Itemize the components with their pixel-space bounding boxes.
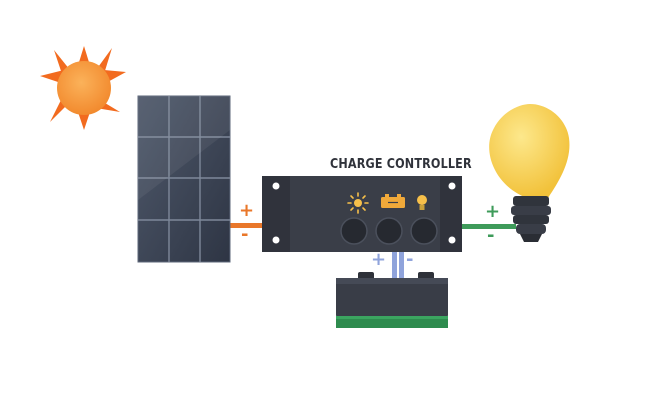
sun-indicator-icon bbox=[347, 192, 369, 214]
diagram-title: CHARGE CONTROLLER bbox=[330, 157, 472, 172]
controller-icon bbox=[262, 176, 462, 252]
solar-panel-icon bbox=[137, 95, 231, 263]
light-bulb-icon bbox=[489, 104, 570, 242]
load-wire bbox=[444, 224, 516, 229]
battery-wires bbox=[392, 244, 404, 278]
solar-negative-sign: - bbox=[241, 224, 249, 245]
battery-icon bbox=[336, 272, 448, 328]
sun-icon bbox=[40, 46, 126, 130]
battery-positive-sign: + bbox=[371, 249, 387, 270]
solar-positive-sign: + bbox=[239, 200, 255, 221]
battery-indicator-icon bbox=[381, 194, 405, 208]
battery-negative-sign: - bbox=[406, 249, 414, 270]
load-positive-sign: + bbox=[485, 201, 501, 222]
load-negative-sign: - bbox=[487, 225, 495, 246]
bulb-indicator-icon bbox=[417, 195, 427, 210]
